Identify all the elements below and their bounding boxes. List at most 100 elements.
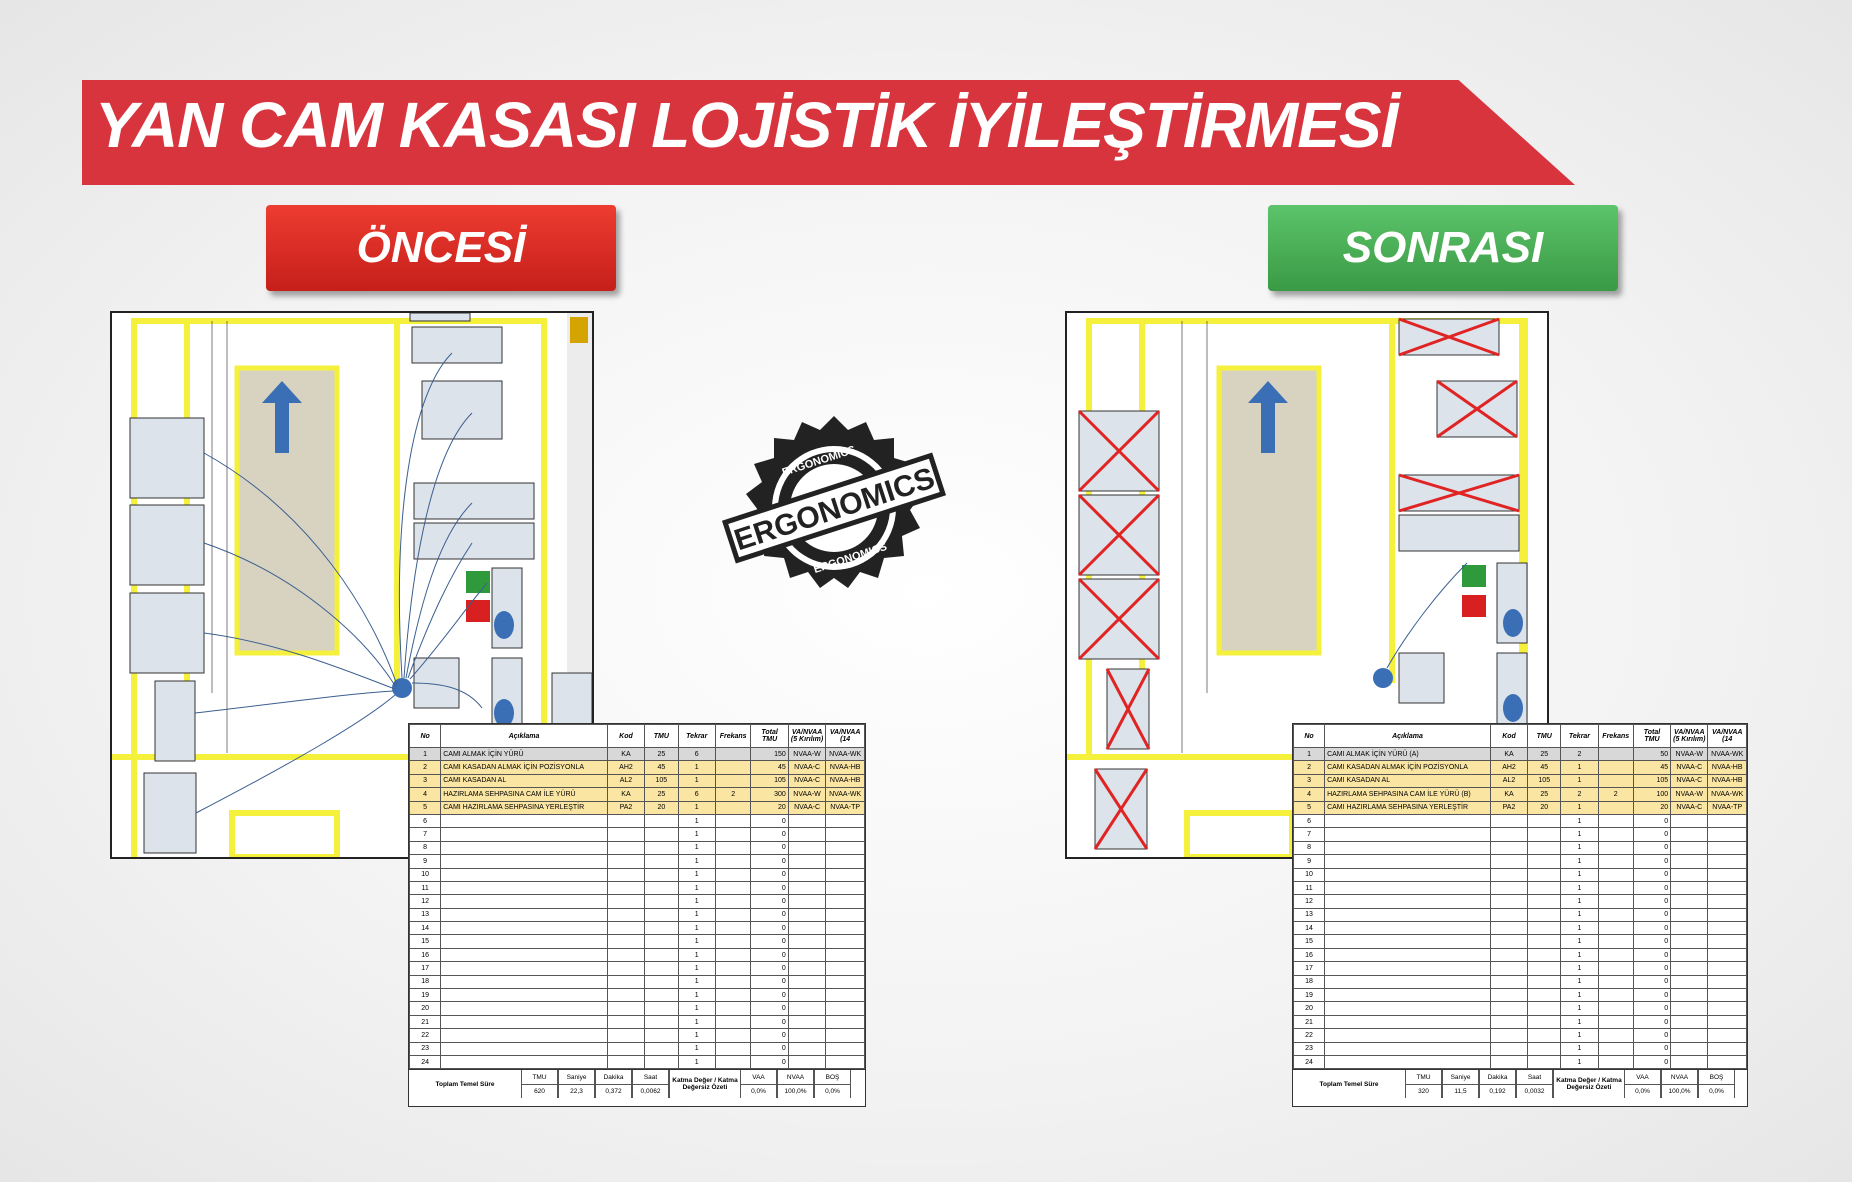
table-cell: 20	[750, 800, 789, 815]
table-cell: 14	[1292, 921, 1326, 936]
table-cell: 1	[1560, 1001, 1599, 1016]
table-header: No	[408, 724, 442, 748]
table-cell	[1324, 988, 1491, 1003]
table-cell: 25	[1527, 787, 1562, 802]
table-cell: 14	[408, 921, 442, 936]
table-cell: 1	[1560, 988, 1599, 1003]
table-cell	[606, 1001, 646, 1016]
table-cell	[440, 813, 608, 829]
table-cell	[1670, 880, 1709, 896]
table-cell: 1	[677, 800, 716, 815]
table-cell	[1527, 813, 1562, 829]
table-cell	[1707, 907, 1747, 923]
table-cell: NVAA-HB	[825, 760, 865, 775]
table-cell: 6	[677, 787, 716, 802]
table-cell	[1324, 894, 1491, 909]
table-cell	[825, 934, 865, 949]
table-cell: 1	[1560, 854, 1599, 869]
table-cell	[1707, 867, 1747, 882]
table-cell: 20	[1632, 800, 1672, 815]
table-cell	[1597, 1028, 1634, 1043]
table-cell	[1597, 840, 1634, 856]
table-cell	[1489, 988, 1529, 1003]
table-cell: 22	[1292, 1028, 1326, 1043]
table-cell: 45	[750, 760, 789, 775]
table-cell: 8	[1292, 840, 1326, 856]
table-cell: 0	[750, 1054, 789, 1070]
table-cell	[644, 1014, 679, 1030]
table-cell	[644, 1054, 679, 1070]
table-cell	[714, 988, 752, 1003]
table-cell	[1489, 921, 1529, 936]
table-cell: 0	[1632, 840, 1672, 856]
table-cell: 17	[408, 961, 442, 976]
table-cell: 1	[677, 840, 716, 856]
table-cell	[1527, 947, 1562, 963]
table-cell: 1	[1560, 921, 1599, 936]
table-cell	[1670, 974, 1709, 990]
table-cell	[440, 1041, 608, 1056]
table-cell	[1670, 947, 1709, 963]
table-cell	[606, 854, 646, 869]
table-header: Açıklama	[440, 724, 608, 748]
table-cell	[606, 988, 646, 1003]
table-cell	[1670, 867, 1709, 882]
table-header: Tekrar	[1560, 724, 1599, 748]
table-cell	[1527, 880, 1562, 896]
table-cell	[1527, 1054, 1562, 1070]
table-cell: 0	[750, 1001, 789, 1016]
table-cell: 0	[750, 907, 789, 923]
table-cell: NVAA-WK	[825, 787, 865, 802]
table-cell: 1	[677, 1014, 716, 1030]
table-cell	[440, 827, 608, 842]
table-cell: NVAA-W	[1670, 787, 1709, 802]
table-cell: 24	[1292, 1054, 1326, 1070]
table-cell	[644, 1028, 679, 1043]
table-cell	[440, 1028, 608, 1043]
table-cell	[644, 907, 679, 923]
table-cell	[1707, 840, 1747, 856]
table-cell: 13	[1292, 907, 1326, 923]
table-cell	[825, 921, 865, 936]
table-cell: 1	[1560, 947, 1599, 963]
table-cell	[714, 1054, 752, 1070]
table-cell	[644, 921, 679, 936]
table-cell	[1489, 894, 1529, 909]
table-cell: 1	[677, 854, 716, 869]
table-cell: KA	[606, 787, 646, 802]
table-cell	[440, 854, 608, 869]
table-cell	[1597, 800, 1634, 815]
table-cell: 2	[1597, 787, 1634, 802]
table-cell: 23	[408, 1041, 442, 1056]
table-cell: NVAA-C	[787, 760, 827, 775]
table-cell	[1324, 907, 1491, 923]
table-cell	[440, 1001, 608, 1016]
table-cell: 17	[1292, 961, 1326, 976]
table-cell	[787, 921, 827, 936]
table-cell	[1597, 746, 1634, 762]
table-cell: NVAA-WK	[1707, 746, 1747, 762]
table-cell: 0	[750, 867, 789, 882]
table-cell	[1324, 974, 1491, 990]
table-cell	[714, 1041, 752, 1056]
table-cell	[1597, 854, 1634, 869]
table-cell	[606, 907, 646, 923]
table-cell	[714, 880, 752, 896]
table-cell: 11	[1292, 880, 1326, 896]
table-cell: 22	[408, 1028, 442, 1043]
table-cell: 5	[1292, 800, 1326, 815]
table-cell: 0	[1632, 1041, 1672, 1056]
table-cell	[1707, 1014, 1747, 1030]
table-cell: CAMI KASADAN AL	[440, 773, 608, 789]
table-cell: 20	[1292, 1001, 1326, 1016]
table-cell: 6	[677, 746, 716, 762]
table-cell	[440, 921, 608, 936]
table-cell: 1	[1560, 760, 1599, 775]
